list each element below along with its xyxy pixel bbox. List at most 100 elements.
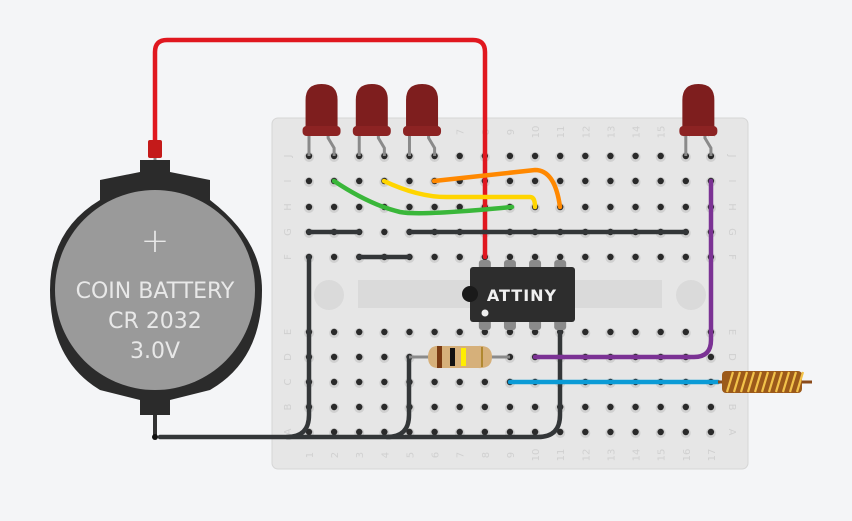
breadboard-hole[interactable] [481,378,489,386]
breadboard-hole[interactable] [481,428,489,436]
breadboard-hole[interactable] [657,328,664,336]
breadboard-hole[interactable] [381,228,388,236]
breadboard-hole[interactable] [330,428,338,436]
breadboard-hole[interactable] [356,177,363,185]
breadboard-hole[interactable] [506,428,514,436]
led-4[interactable] [679,84,718,156]
breadboard-hole[interactable] [582,177,589,185]
breadboard-hole[interactable] [456,428,463,436]
breadboard-hole[interactable] [657,403,664,411]
breadboard-hole[interactable] [506,177,514,185]
breadboard-hole[interactable] [682,177,689,185]
breadboard-hole[interactable] [431,253,438,261]
breadboard-hole[interactable] [431,378,438,386]
breadboard-hole[interactable] [330,203,338,211]
breadboard-hole[interactable] [356,403,363,411]
breadboard-hole[interactable] [431,203,438,211]
breadboard-hole[interactable] [557,428,564,436]
red-wire[interactable] [152,37,488,260]
breadboard-hole[interactable] [531,152,539,160]
breadboard-hole[interactable] [381,403,388,411]
breadboard-hole[interactable] [682,403,689,411]
breadboard-hole[interactable] [406,428,413,436]
attiny-chip[interactable]: ATTINY [462,260,575,330]
breadboard-hole[interactable] [582,328,589,336]
purple-wire[interactable] [532,178,714,360]
breadboard-hole[interactable] [657,203,664,211]
breadboard-hole[interactable] [381,428,388,436]
breadboard-hole[interactable] [456,403,463,411]
breadboard-hole[interactable] [657,152,664,160]
breadboard-hole[interactable] [406,177,413,185]
breadboard-hole[interactable] [456,152,463,160]
breadboard-hole[interactable] [531,253,539,261]
breadboard-hole[interactable] [632,203,639,211]
breadboard-hole[interactable] [356,328,363,336]
breadboard-hole[interactable] [381,378,388,386]
breadboard-hole[interactable] [557,152,564,160]
breadboard-hole[interactable] [682,428,689,436]
breadboard-hole[interactable] [531,328,539,336]
breadboard-hole[interactable] [557,177,564,185]
breadboard-hole[interactable] [481,403,489,411]
breadboard-hole[interactable] [582,152,589,160]
breadboard-hole[interactable] [707,428,715,436]
breadboard-hole[interactable] [531,428,539,436]
breadboard-hole[interactable] [305,177,313,185]
led-1[interactable] [302,84,341,156]
breadboard-hole[interactable] [381,353,388,361]
breadboard-hole[interactable] [632,403,639,411]
breadboard-hole[interactable] [582,403,589,411]
breadboard-hole[interactable] [456,328,463,336]
breadboard-hole[interactable] [506,328,514,336]
breadboard-hole[interactable] [356,353,363,361]
coin-battery[interactable]: + COIN BATTERY CR 2032 3.0V [50,140,262,440]
breadboard-hole[interactable] [657,428,664,436]
breadboard-hole[interactable] [531,177,539,185]
breadboard-hole[interactable] [406,203,413,211]
breadboard-hole[interactable] [431,328,438,336]
breadboard-hole[interactable] [607,253,614,261]
breadboard-hole[interactable] [582,253,589,261]
breadboard-hole[interactable] [330,328,338,336]
breadboard-hole[interactable] [607,328,614,336]
breadboard-hole[interactable] [632,328,639,336]
breadboard-hole[interactable] [707,403,715,411]
breadboard-hole[interactable] [607,403,614,411]
breadboard-hole[interactable] [582,428,589,436]
breadboard-hole[interactable] [682,253,689,261]
breadboard-hole[interactable] [330,378,338,386]
breadboard-hole[interactable] [381,328,388,336]
breadboard-hole[interactable] [632,177,639,185]
breadboard-hole[interactable] [531,403,539,411]
breadboard-hole[interactable] [557,253,564,261]
breadboard-hole[interactable] [607,152,614,160]
breadboard-hole[interactable] [431,403,438,411]
breadboard-hole[interactable] [406,328,413,336]
breadboard-hole[interactable] [305,203,313,211]
breadboard-hole[interactable] [632,152,639,160]
black-wires[interactable] [157,229,689,440]
breadboard-hole[interactable] [481,328,489,336]
breadboard-hole[interactable] [632,428,639,436]
breadboard-hole[interactable] [506,403,514,411]
breadboard-hole[interactable] [607,428,614,436]
breadboard-hole[interactable] [582,203,589,211]
breadboard-hole[interactable] [431,428,438,436]
antenna-coil[interactable] [718,371,812,393]
breadboard-hole[interactable] [456,203,463,211]
breadboard-hole[interactable] [607,203,614,211]
breadboard-hole[interactable] [330,353,338,361]
breadboard-hole[interactable] [657,253,664,261]
breadboard-hole[interactable] [330,403,338,411]
breadboard-hole[interactable] [632,253,639,261]
breadboard-hole[interactable] [506,152,514,160]
resistor[interactable] [409,345,510,369]
breadboard-hole[interactable] [456,253,463,261]
breadboard-hole[interactable] [330,253,338,261]
breadboard-hole[interactable] [682,203,689,211]
breadboard-hole[interactable] [657,177,664,185]
breadboard-hole[interactable] [607,177,614,185]
breadboard-hole[interactable] [456,378,463,386]
